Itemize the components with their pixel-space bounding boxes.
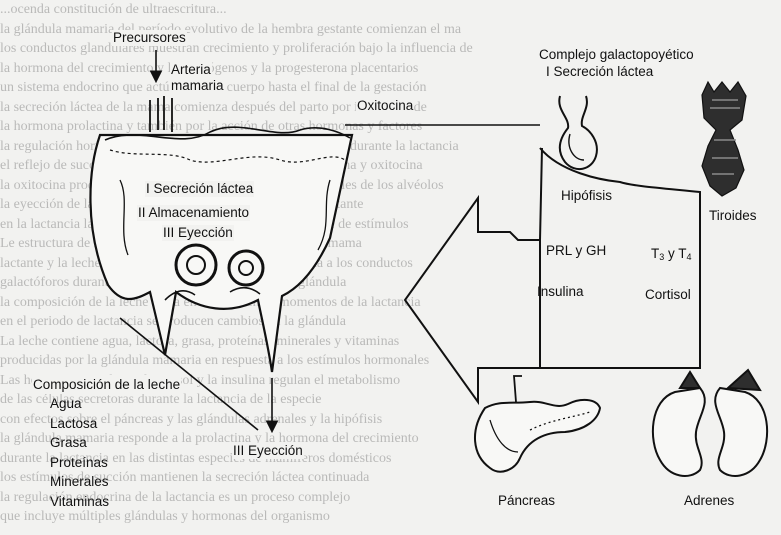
secrecion-lactea-top-label: I Secreción láctea <box>545 64 654 80</box>
insulina-label: Insulina <box>536 284 585 300</box>
precursores-label: Precursores <box>112 30 187 46</box>
tiroides-illustration <box>702 82 746 196</box>
pancreas-label: Páncreas <box>497 493 556 509</box>
eyeccion-bottom-label: III Eyección <box>232 443 304 459</box>
mamaria-label: mamaria <box>170 78 225 94</box>
eyeccion-mid-label: III Eyección <box>162 225 234 241</box>
secrecion-lactea-label: I Secreción láctea <box>145 181 254 197</box>
composicion-item: Minerales <box>32 472 181 492</box>
tiroides-label: Tiroides <box>708 208 758 224</box>
composicion-item: Proteínas <box>32 453 181 473</box>
hipofisis-label: Hipófisis <box>560 188 613 204</box>
cortisol-label: Cortisol <box>644 287 692 303</box>
complejo-galactopoyetico-label: Complejo galactopoyético <box>538 47 695 63</box>
composicion-item: Agua <box>32 394 181 414</box>
composicion-item: Grasa <box>32 433 181 453</box>
oxitocina-label: Oxitocina <box>356 98 414 114</box>
t3-t4-label: T3 y T4 <box>650 246 693 265</box>
arteria-label: Arteria <box>170 62 212 78</box>
hipofisis-illustration <box>559 96 597 169</box>
composicion-title: Composición de la leche <box>32 375 181 394</box>
prl-gh-label: PRL y GH <box>545 243 607 259</box>
hormone-arrow <box>405 148 542 402</box>
pancreas-illustration <box>475 376 600 472</box>
composicion-leche: Composición de la leche Agua Lactosa Gra… <box>32 375 181 511</box>
adrenes-label: Adrenes <box>683 493 735 509</box>
composicion-item: Lactosa <box>32 414 181 434</box>
adrenes-illustration <box>653 370 767 476</box>
composicion-item: Vitaminas <box>32 492 181 512</box>
almacenamiento-label: II Almacenamiento <box>137 205 250 221</box>
